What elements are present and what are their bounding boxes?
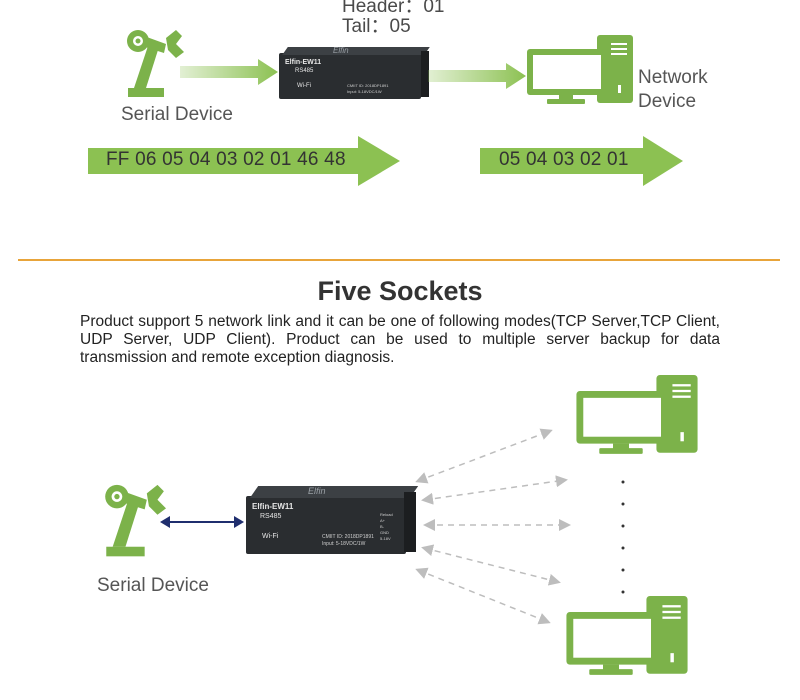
ellipsis-dots (621, 480, 625, 594)
side-label: A+ (380, 518, 386, 523)
side-label: GND (380, 530, 389, 535)
device-brand-bottom: Elfin (308, 486, 326, 496)
computer-icon-server-1 (576, 375, 698, 454)
device-iface2-bottom: Wi-Fi (262, 533, 279, 540)
socket-link-1 (415, 428, 553, 484)
socket-link-2 (421, 475, 568, 505)
gateway-device-bottom: Elfin Elfin-EW11 RS485 Wi-Fi CMIIT ID: 2… (246, 486, 419, 556)
device-cmiit: CMIIT ID: 2018DP1891 (347, 83, 389, 88)
robot-arm-icon-bottom (105, 484, 166, 557)
bidirectional-arrow (160, 516, 244, 528)
side-label: Reload (380, 512, 393, 517)
section-divider (18, 259, 780, 261)
side-label: 5-18V (380, 536, 391, 541)
device-model-bottom: Elfin-EW11 (252, 502, 294, 511)
network-device-label: Network Device (638, 67, 708, 112)
side-label: B- (380, 524, 384, 529)
flow-arrow-right-2 (428, 63, 526, 89)
socket-link-4 (421, 544, 561, 586)
right-data-bytes: 05 04 03 02 01 (499, 149, 629, 170)
device-model: Elfin-EW11 (285, 59, 322, 66)
serial-device-label: Serial Device (121, 104, 233, 125)
gateway-device-top: Elfin Elfin-EW11 RS485 Wi-Fi CMIIT ID: 2… (279, 46, 431, 99)
computer-icon (527, 35, 633, 104)
tail-line: Tail：05 (342, 16, 411, 37)
data-arrow-right-shape (480, 136, 683, 186)
socket-link-5 (415, 567, 551, 625)
device-brand: Elfin (333, 46, 349, 55)
device-input-bottom: Input: 5-18VDC/1W (322, 541, 366, 547)
section-title: Five Sockets (317, 276, 483, 306)
device-iface2: Wi-Fi (297, 83, 311, 89)
computer-icon-server-5 (566, 596, 688, 675)
left-data-bytes: FF 06 05 04 03 02 01 46 48 (106, 149, 346, 170)
robot-arm-icon (127, 30, 184, 97)
serial-device-label-bottom: Serial Device (97, 575, 209, 596)
device-cmiit-bottom: CMIIT ID: 2018DP1891 (322, 534, 374, 540)
device-side-labels: Reload A+ B- GND 5-18V (380, 512, 393, 542)
device-input: Input: 5-18VDC/1W (347, 89, 382, 94)
device-iface1: RS485 (295, 68, 314, 74)
data-arrow-left-shape (88, 136, 400, 186)
section-description: Product support 5 network link and it ca… (80, 313, 720, 366)
device-iface1-bottom: RS485 (260, 513, 282, 520)
flow-arrow-right (180, 59, 278, 85)
header-line: Header：01 (342, 0, 445, 17)
